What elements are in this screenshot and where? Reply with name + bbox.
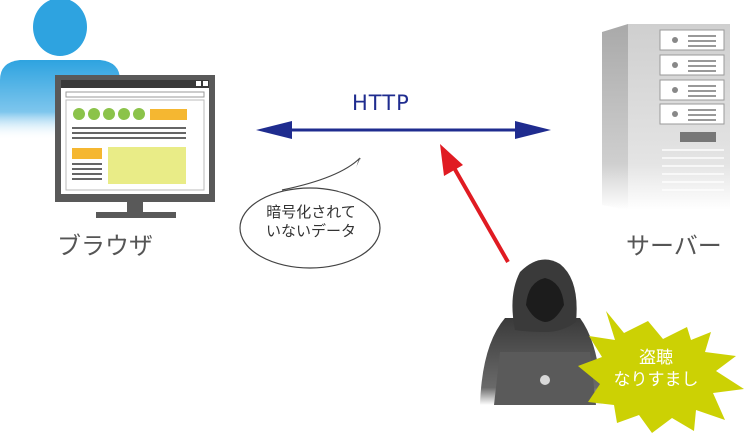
laptop-icon (494, 352, 596, 405)
browser-label: ブラウザ (57, 232, 153, 260)
browser-monitor-icon (55, 75, 215, 218)
server-icon (602, 24, 730, 210)
speech-bubble (239, 157, 381, 269)
bubble-line-2: いないデータ (265, 222, 356, 240)
threat-line-2: なりすまし (613, 370, 699, 390)
server-drive-bays (659, 29, 725, 125)
threat-line-1: 盗聴 (639, 348, 673, 368)
http-label: HTTP (352, 91, 410, 115)
threat-text: 盗聴 なりすまし (598, 347, 714, 391)
bubble-line-1: 暗号化されて (266, 203, 356, 221)
attack-arrow (440, 144, 510, 263)
hacker-icon (480, 259, 602, 405)
threat-starburst (578, 311, 744, 433)
http-connection-arrow (256, 121, 551, 139)
server-label: サーバー (626, 232, 722, 260)
speech-bubble-text: 暗号化されて いないデータ (247, 203, 375, 241)
